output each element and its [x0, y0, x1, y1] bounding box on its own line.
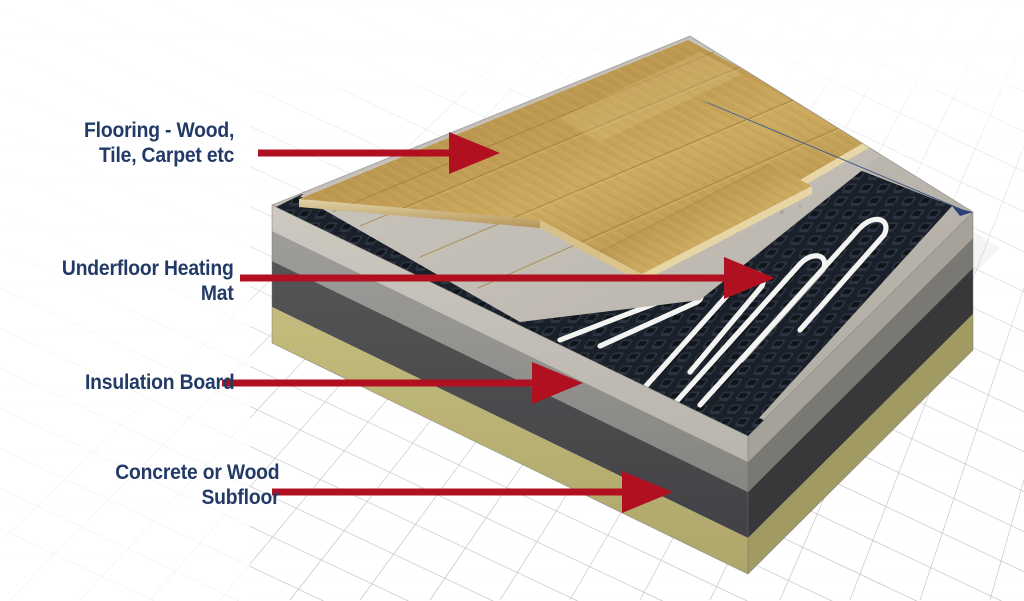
loose-plank-edge-front — [642, 186, 812, 282]
layer-insulation-board-right — [748, 268, 973, 538]
layer-screed-edge-right — [748, 212, 973, 462]
plank-edge-front — [299, 199, 540, 228]
perimeter-edge-strip — [700, 100, 964, 210]
label-concrete-or-wood-subfloor: Concrete or Wood Subfloor — [114, 461, 279, 509]
pointer-arrows — [222, 132, 775, 513]
flooring-planks — [299, 40, 872, 290]
block-outline — [271, 35, 974, 575]
label-insulation-board: Insulation Board — [84, 371, 235, 394]
layer-mid-grey — [272, 231, 748, 492]
plank-edge-bottom — [540, 220, 600, 260]
arrow-insulation-board — [222, 362, 583, 404]
front-right-face-layers — [748, 212, 973, 574]
arrow-flooring — [258, 132, 500, 174]
layer-subfloor-right — [748, 314, 973, 574]
layer-mid-grey-right — [748, 238, 973, 492]
perimeter-edge-strip-face — [952, 206, 973, 216]
arrow-concrete-or-wood-subfloor — [272, 471, 673, 513]
layer-screed-edge — [272, 205, 748, 462]
plank-edge-right — [800, 138, 872, 188]
label-flooring: Flooring - Wood, Tile, Carpet etc — [83, 119, 234, 167]
label-underfloor-heating-mat: Underfloor Heating Mat — [62, 257, 234, 305]
layer-insulation-board — [272, 261, 748, 538]
arrow-underfloor-heating-mat — [240, 257, 775, 299]
